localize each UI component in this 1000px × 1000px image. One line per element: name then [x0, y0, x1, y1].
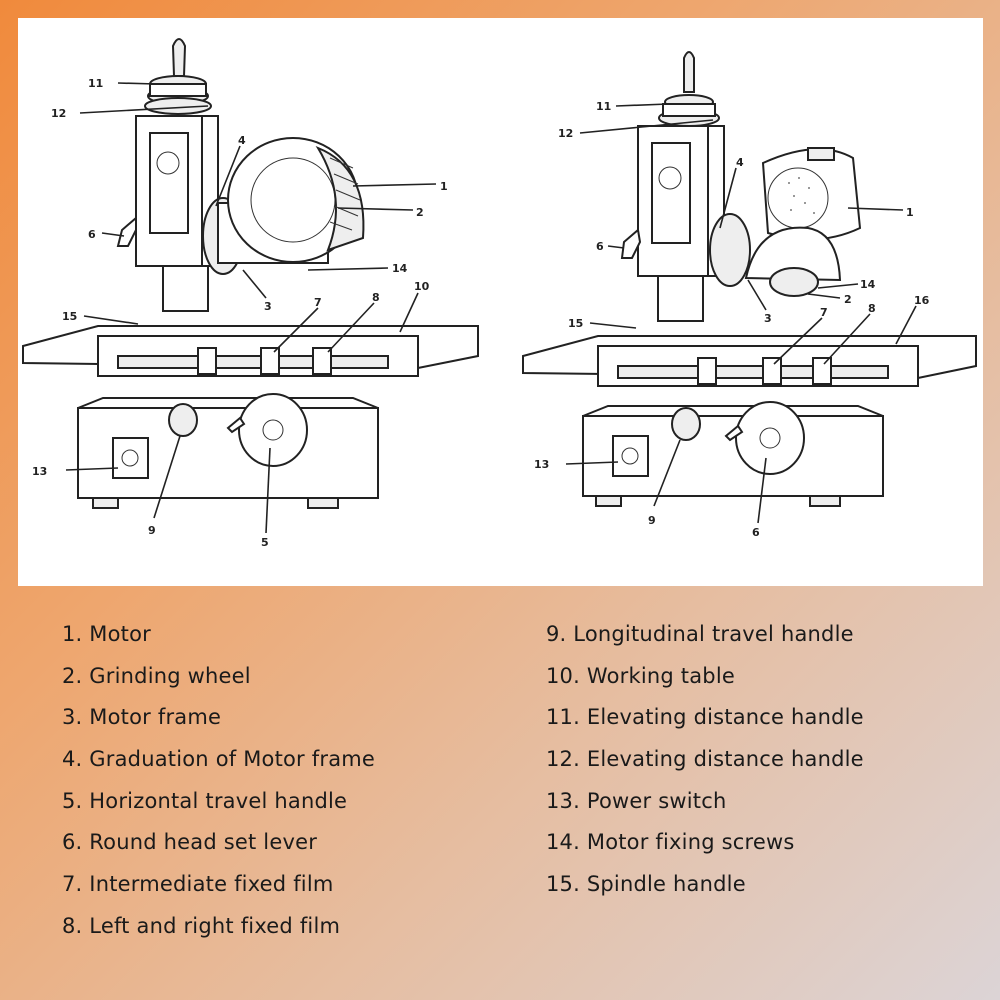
left-callout-6: 6: [88, 228, 96, 241]
left-callout-5: 5: [261, 536, 269, 549]
left-callout-15: 15: [62, 310, 77, 323]
right-callout-13: 13: [534, 458, 549, 471]
right-callout-12: 12: [558, 127, 573, 140]
legend-item: 4. Graduation of Motor frame: [62, 747, 376, 772]
legend-item: 1. Motor: [62, 622, 151, 646]
legend-item: 7. Intermediate fixed film: [62, 872, 334, 897]
legend-item: 12. Elevating distance handle: [546, 747, 864, 772]
legend-item: 15. Spindle handle: [546, 872, 746, 897]
legend-right-column: 9. Longitudinal travel handle 10. Workin…: [546, 616, 864, 908]
left-callout-4: 4: [238, 134, 246, 147]
left-callout-8: 8: [372, 291, 380, 304]
right-callout-3: 3: [764, 312, 772, 325]
left-callout-12: 12: [51, 107, 66, 120]
right-callout-6: 6: [596, 240, 604, 253]
left-callout-11: 11: [88, 77, 103, 90]
right-callout-14: 14: [860, 278, 876, 291]
diagram-panel: 11 12 4 1 2 6 14 3 15 7 8 10 13 9 5: [18, 18, 983, 586]
legend-item: 10. Working table: [546, 663, 735, 688]
right-callout-4: 4: [736, 156, 744, 169]
left-machine: 11 12 4 1 2 6 14 3 15 7 8 10 13 9 5: [22, 38, 479, 549]
legend-left-column: 1. Motor 2. Grinding wheel 3. Motor fram…: [62, 616, 375, 950]
left-callout-3: 3: [264, 300, 272, 313]
legend-item: 14. Motor fixing screws: [546, 830, 795, 855]
legend-item: 8. Left and right fixed film: [62, 913, 341, 938]
right-callout-8: 8: [868, 302, 876, 315]
right-callout-7: 7: [820, 306, 828, 319]
legend-item: 5. Horizontal travel handle: [62, 788, 348, 813]
right-machine: 11 12 4 1 6 14 2 15 3 7 8 16 13 9 6: [522, 51, 977, 539]
legend-item: 6. Round head set lever: [62, 830, 318, 855]
machine-diagrams: 11 12 4 1 2 6 14 3 15 7 8 10 13 9 5: [22, 38, 977, 549]
right-callout-15: 15: [568, 317, 583, 330]
right-callout-11: 11: [596, 100, 611, 113]
right-callout-1: 1: [906, 206, 914, 219]
legend-item: 9. Longitudinal travel handle: [546, 622, 854, 646]
legend-item: 3. Motor frame: [62, 705, 222, 730]
left-callout-10: 10: [414, 280, 430, 293]
right-callout-9: 9: [648, 514, 656, 527]
legend-item: 13. Power switch: [546, 788, 727, 813]
right-callout-2: 2: [844, 293, 852, 306]
left-callout-9: 9: [148, 524, 156, 537]
left-callout-7: 7: [314, 296, 322, 309]
left-callout-14: 14: [392, 262, 408, 275]
left-callout-2: 2: [416, 206, 424, 219]
legend-item: 11. Elevating distance handle: [546, 705, 864, 730]
right-callout-6b: 6: [752, 526, 760, 539]
right-callout-16: 16: [914, 294, 930, 307]
left-callout-1: 1: [440, 180, 448, 193]
legend-item: 2. Grinding wheel: [62, 663, 251, 688]
left-callout-13: 13: [32, 465, 47, 478]
